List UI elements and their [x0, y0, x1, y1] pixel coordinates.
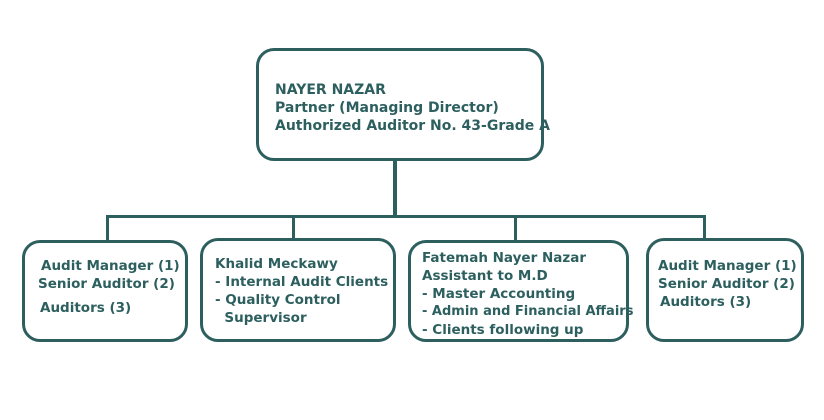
- node-line: Audit Manager (1): [41, 258, 180, 274]
- node-line: Auditors (3): [40, 300, 132, 316]
- node-line: Fatemah Nayer Nazar: [422, 250, 586, 266]
- connector-drop-4: [703, 215, 706, 239]
- node-line: Senior Auditor (2): [658, 276, 795, 292]
- node-line: - Clients following up: [422, 322, 584, 338]
- node-fatemah-nayer-nazar: Fatemah Nayer Nazar Assistant to M.D - M…: [408, 240, 634, 342]
- connector-drop-3: [514, 215, 517, 241]
- node-title: Partner (Managing Director): [275, 100, 499, 116]
- node-managing-director: NAYER NAZAR Partner (Managing Director) …: [256, 48, 550, 161]
- node-line: Supervisor: [215, 310, 307, 326]
- node-name: NAYER NAZAR: [275, 82, 386, 98]
- node-khalid-meckawy: Khalid Meckawy - Internal Audit Clients …: [200, 238, 396, 342]
- node-audit-team-right: Audit Manager (1) Senior Auditor (2) Aud…: [646, 238, 804, 342]
- node-line: - Internal Audit Clients: [215, 274, 389, 290]
- node-line: - Quality Control: [215, 292, 341, 308]
- connector-bus: [106, 215, 706, 218]
- node-line: Auditors (3): [660, 294, 752, 310]
- node-license: Authorized Auditor No. 43-Grade A: [275, 118, 550, 134]
- node-line: - Master Accounting: [422, 286, 576, 302]
- node-line: - Admin and Financial Affairs: [422, 304, 634, 319]
- node-line: Assistant to M.D: [422, 268, 548, 284]
- connector-trunk: [393, 159, 397, 218]
- node-line: Senior Auditor (2): [38, 276, 175, 292]
- node-audit-team-left: Audit Manager (1) Senior Auditor (2) Aud…: [22, 240, 188, 342]
- node-line: Audit Manager (1): [658, 258, 797, 274]
- connector-drop-2: [292, 215, 295, 239]
- node-line: Khalid Meckawy: [215, 256, 338, 272]
- connector-drop-1: [106, 215, 109, 241]
